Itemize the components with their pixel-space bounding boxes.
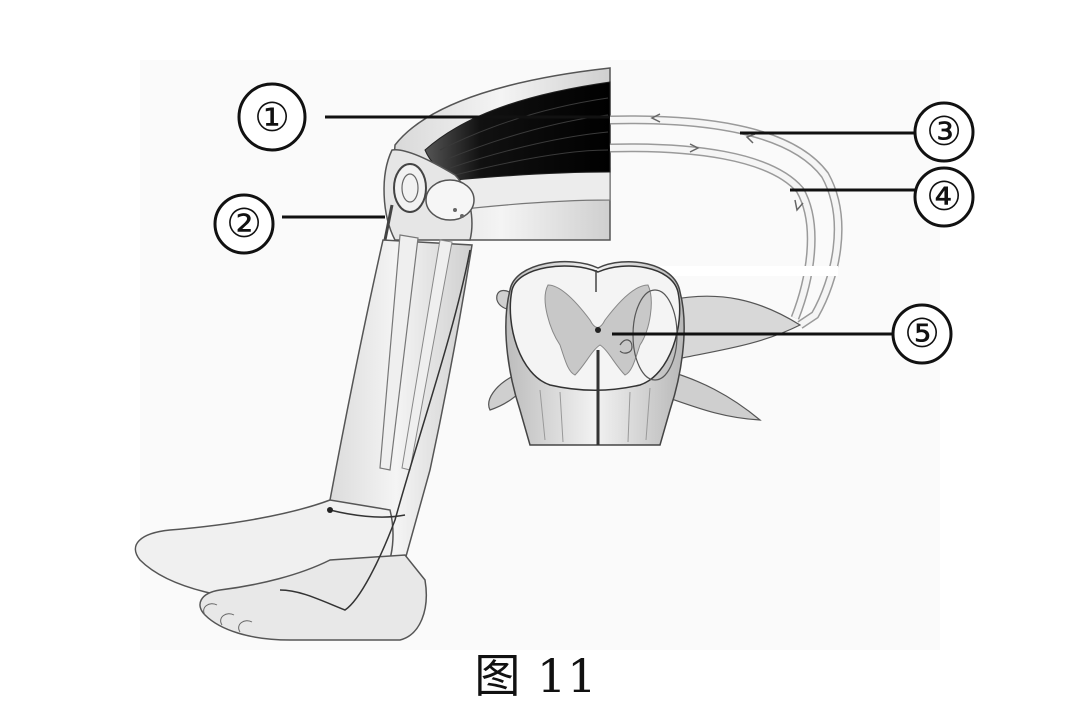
leader-lines [282, 115, 915, 336]
callout-1-text: ① [254, 95, 290, 141]
figure-caption: 图 11 [474, 649, 598, 703]
leg-nerve-line [279, 249, 471, 611]
callout-3-text: ③ [926, 109, 962, 155]
ankle-nerve-branch [329, 509, 406, 518]
patellar-tendon [383, 204, 394, 241]
patella [393, 163, 427, 213]
callout-5: ⑤ [891, 303, 953, 365]
callout-5-text: ⑤ [904, 311, 940, 357]
callout-2-text: ② [226, 201, 262, 247]
central-canal [595, 327, 601, 333]
callout-4: ④ [913, 166, 975, 228]
callout-3: ③ [913, 101, 975, 163]
callout-4-text: ④ [926, 174, 962, 220]
nerve-arrows [650, 113, 804, 212]
spinal-cord [488, 261, 802, 446]
callout-1: ① [237, 82, 307, 152]
knee-joint [383, 149, 475, 241]
callout-2: ② [213, 193, 275, 255]
